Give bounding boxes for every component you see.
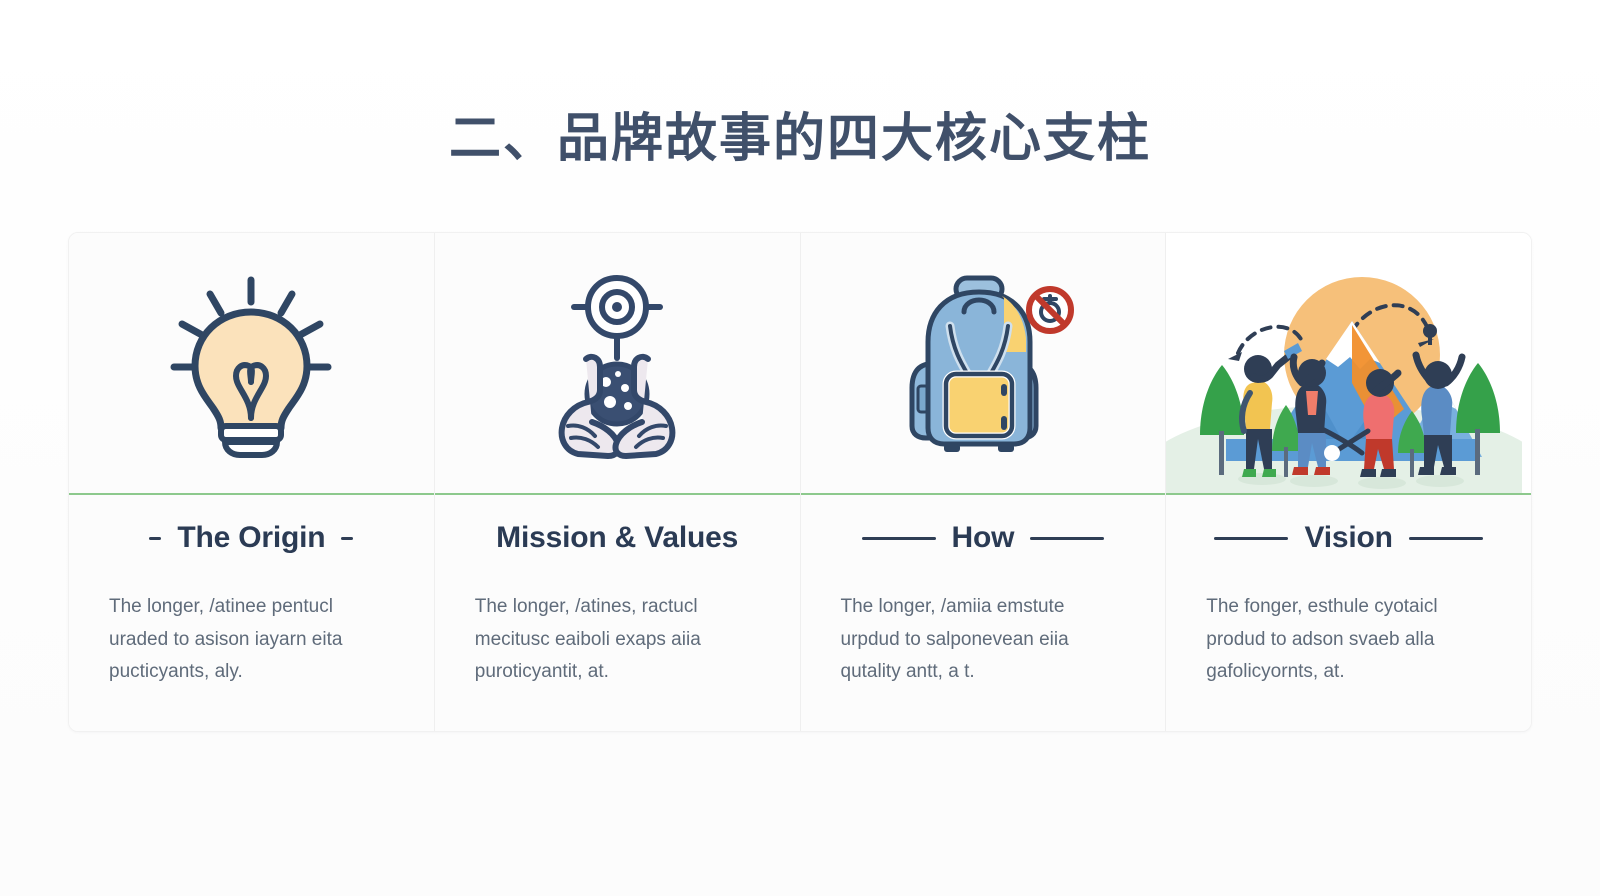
description-line: puroticyantit, at. xyxy=(474,661,609,683)
card-description: The longer, /atines, ractucl mecitusc ea… xyxy=(473,591,762,689)
card-body-how: How The longer, /amiia emstute urpdud to… xyxy=(801,495,1166,731)
description-line: The longer, /amiia emstute xyxy=(840,596,1065,617)
heading-rule-left xyxy=(1214,536,1289,540)
hands-globe-icon xyxy=(558,274,675,459)
card-heading-mission-and-values: Mission & Values xyxy=(473,521,762,555)
description-line: produd to adson svaeb alla xyxy=(1206,628,1435,650)
card-how[interactable]: How The longer, /amiia emstute urpdud to… xyxy=(800,233,1167,731)
card-body-vision: Vision The fonger, esthule cyotaicl prod… xyxy=(1166,495,1531,731)
mountain-vision-illustration xyxy=(1166,233,1531,493)
card-media-the-origin xyxy=(69,233,434,495)
lightbulb-icon xyxy=(170,276,332,458)
card-body-the-origin: The Origin The longer, /atinee pentucl u… xyxy=(69,495,434,731)
description-line: The fonger, esthule cyotaicl xyxy=(1206,596,1438,617)
card-title: Vision xyxy=(1304,521,1393,554)
card-vision[interactable]: Vision The fonger, esthule cyotaicl prod… xyxy=(1166,233,1531,731)
card-media-mission-and-values xyxy=(434,233,800,495)
pillars-card-strip: The Origin The longer, /atinee pentucl u… xyxy=(68,232,1532,732)
heading-rule-left xyxy=(149,536,162,540)
card-title: The Origin xyxy=(177,521,326,554)
heading-rule-right xyxy=(1408,536,1483,540)
page-title: 二、品牌故事的四大核心支柱 xyxy=(448,110,1151,168)
card-media-vision xyxy=(1166,233,1531,495)
heading-rule-left xyxy=(861,536,936,540)
card-heading-the-origin: The Origin xyxy=(107,521,396,555)
card-mission-and-values[interactable]: Mission & Values The longer, /atines, ra… xyxy=(434,233,801,731)
no-sign-icon xyxy=(1025,286,1074,334)
description-line: mecitusc eaiboli exaps aiia xyxy=(474,628,701,650)
description-line: gafolicyornts, at. xyxy=(1206,661,1345,683)
description-line: The longer, /atinee pentucl xyxy=(109,596,333,617)
vision-illustration-wrap xyxy=(1166,233,1531,493)
card-heading-how: How xyxy=(839,521,1128,555)
backpack-icon xyxy=(909,275,1074,452)
card-title: Mission & Values xyxy=(496,521,739,554)
card-description: The fonger, esthule cyotaicl produd to a… xyxy=(1204,591,1493,689)
description-line: urpdud to salponevean eiia xyxy=(840,628,1069,650)
card-heading-vision: Vision xyxy=(1204,521,1493,555)
card-media-how xyxy=(800,233,1166,495)
description-line: uraded to asison iayarn eita xyxy=(109,628,343,650)
description-line: pucticyants, aly. xyxy=(109,661,243,683)
card-the-origin[interactable]: The Origin The longer, /atinee pentucl u… xyxy=(69,233,435,731)
heading-rule-right xyxy=(1030,536,1105,540)
card-description: The longer, /amiia emstute urpdud to sal… xyxy=(839,591,1128,689)
card-title: How xyxy=(951,521,1015,554)
description-line: qutality antt, a t. xyxy=(840,661,975,683)
heading-rule-right xyxy=(341,536,354,540)
description-line: The longer, /atines, ractucl xyxy=(474,596,698,617)
card-body-mission-and-values: Mission & Values The longer, /atines, ra… xyxy=(435,495,800,731)
card-description: The longer, /atinee pentucl uraded to as… xyxy=(107,591,396,689)
